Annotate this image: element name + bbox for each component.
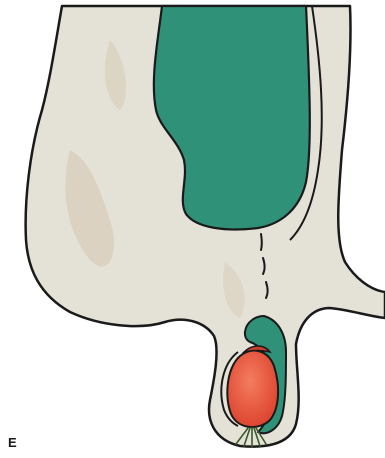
panel-label: E	[8, 436, 17, 449]
red-organ	[227, 351, 278, 428]
